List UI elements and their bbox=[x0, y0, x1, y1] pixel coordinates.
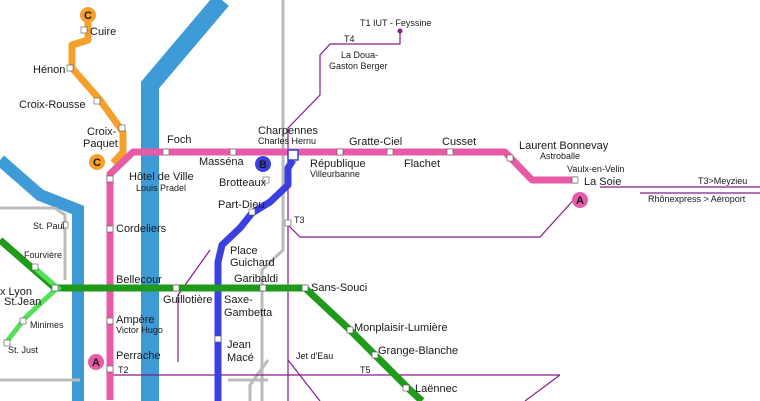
line-b-badge: B bbox=[255, 156, 271, 172]
station-astroballe: Astroballe bbox=[540, 151, 580, 161]
station-vaulx-en-velin: Vaulx-en-Velin bbox=[567, 164, 624, 174]
station-laennec: Laënnec bbox=[415, 383, 458, 395]
station-part-dieu: Part-Dieu bbox=[218, 199, 264, 211]
line-a-badge-la-soie: A bbox=[572, 192, 588, 208]
station-foch: Foch bbox=[167, 134, 191, 146]
station-la-soie: La Soie bbox=[584, 176, 621, 188]
station-la-doua-1: La Doua- bbox=[341, 50, 378, 60]
tram-t5-label: T5 bbox=[360, 365, 371, 375]
tram-lines bbox=[112, 33, 760, 401]
station-villeurbanne: Villeurbanne bbox=[310, 169, 360, 179]
river-saone bbox=[0, 155, 84, 401]
svg-text:B: B bbox=[259, 159, 267, 171]
station-croix-rousse: Croix-Rousse bbox=[19, 99, 86, 111]
station-cusset: Cusset bbox=[442, 136, 476, 148]
station-laurent-bonnevay: Laurent Bonnevay bbox=[519, 140, 609, 152]
station-charpennes: Charpennes bbox=[258, 125, 318, 137]
station-saxe-gambetta-2: Gambetta bbox=[224, 307, 273, 319]
tram-t2-label: T2 bbox=[118, 365, 129, 375]
station-place-guichard-1: Place bbox=[230, 245, 258, 257]
station-vieux-lyon-1: x Lyon bbox=[0, 286, 32, 298]
line-c-badge-top: C bbox=[80, 7, 96, 23]
station-jean-mace-2: Macé bbox=[227, 352, 254, 364]
station-flachet: Flachet bbox=[404, 158, 440, 170]
tram-t1-terminus-label: T1 IUT - Feyssine bbox=[360, 18, 431, 28]
station-cordeliers: Cordeliers bbox=[116, 223, 167, 235]
station-croix-paquet-2: Paquet bbox=[83, 138, 118, 150]
station-monplaisir-lumiere: Monplaisir-Lumière bbox=[354, 322, 448, 334]
station-charles-hernu: Charles Hernu bbox=[258, 136, 316, 146]
rail-lines bbox=[0, 0, 285, 401]
station-ampere: Ampère bbox=[116, 314, 155, 326]
station-sans-souci: Sans-Souci bbox=[311, 282, 367, 294]
station-garibaldi: Garibaldi bbox=[234, 273, 278, 285]
rhonexpress-label: Rhônexpress > Aéroport bbox=[648, 194, 746, 204]
station-saxe-gambetta-1: Saxe- bbox=[224, 294, 253, 306]
river-rhone bbox=[141, 0, 229, 401]
svg-text:C: C bbox=[93, 157, 101, 169]
station-victor-hugo: Victor Hugo bbox=[116, 325, 163, 335]
station-croix-paquet-1: Croix- bbox=[87, 126, 117, 138]
station-louis-pradel: Louis Pradel bbox=[136, 183, 186, 193]
station-perrache: Perrache bbox=[116, 350, 161, 362]
station-place-guichard-2: Guichard bbox=[230, 257, 275, 269]
station-henon: Hénon bbox=[33, 64, 65, 76]
tram-t3-meyzieu-label: T3>Meyzieu bbox=[698, 176, 747, 186]
station-fourviere: Fourvière bbox=[24, 250, 62, 260]
line-a-badge-perrache: A bbox=[88, 354, 104, 370]
station-republique: République bbox=[310, 158, 366, 170]
station-st-paul: St. Paul bbox=[33, 221, 65, 231]
station-la-doua-2: Gaston Berger bbox=[329, 61, 388, 71]
svg-text:A: A bbox=[92, 357, 100, 369]
station-jean-mace-1: Jean bbox=[227, 339, 251, 351]
station-brotteaux: Brotteaux bbox=[219, 177, 267, 189]
station-hotel-de-ville: Hôtel de Ville bbox=[129, 171, 194, 183]
station-vieux-lyon-2: St.Jean bbox=[4, 296, 41, 308]
station-cuire: Cuire bbox=[90, 26, 116, 38]
station-grange-blanche: Grange-Blanche bbox=[378, 345, 458, 357]
station-gratte-ciel: Gratte-Ciel bbox=[349, 136, 402, 148]
tram-t4-label: T4 bbox=[344, 34, 355, 44]
station-st-just: St. Just bbox=[8, 345, 39, 355]
svg-text:A: A bbox=[576, 195, 584, 207]
metro-line-c bbox=[68, 14, 127, 166]
station-markers bbox=[3, 26, 579, 392]
station-guillotiere: Guillotière bbox=[163, 294, 213, 306]
tram-t3-label: T3 bbox=[294, 215, 305, 225]
svg-text:C: C bbox=[84, 10, 92, 22]
station-massena: Masséna bbox=[199, 156, 245, 168]
line-c-badge-bottom: C bbox=[89, 154, 105, 170]
metro-line-a bbox=[106, 148, 578, 400]
station-labels: Cuire Hénon Croix-Rousse Croix- Paquet F… bbox=[0, 26, 624, 395]
station-bellecour: Bellecour bbox=[116, 274, 162, 286]
station-jet-deau: Jet d'Eau bbox=[296, 351, 333, 361]
station-minimes: Minimes bbox=[30, 320, 64, 330]
